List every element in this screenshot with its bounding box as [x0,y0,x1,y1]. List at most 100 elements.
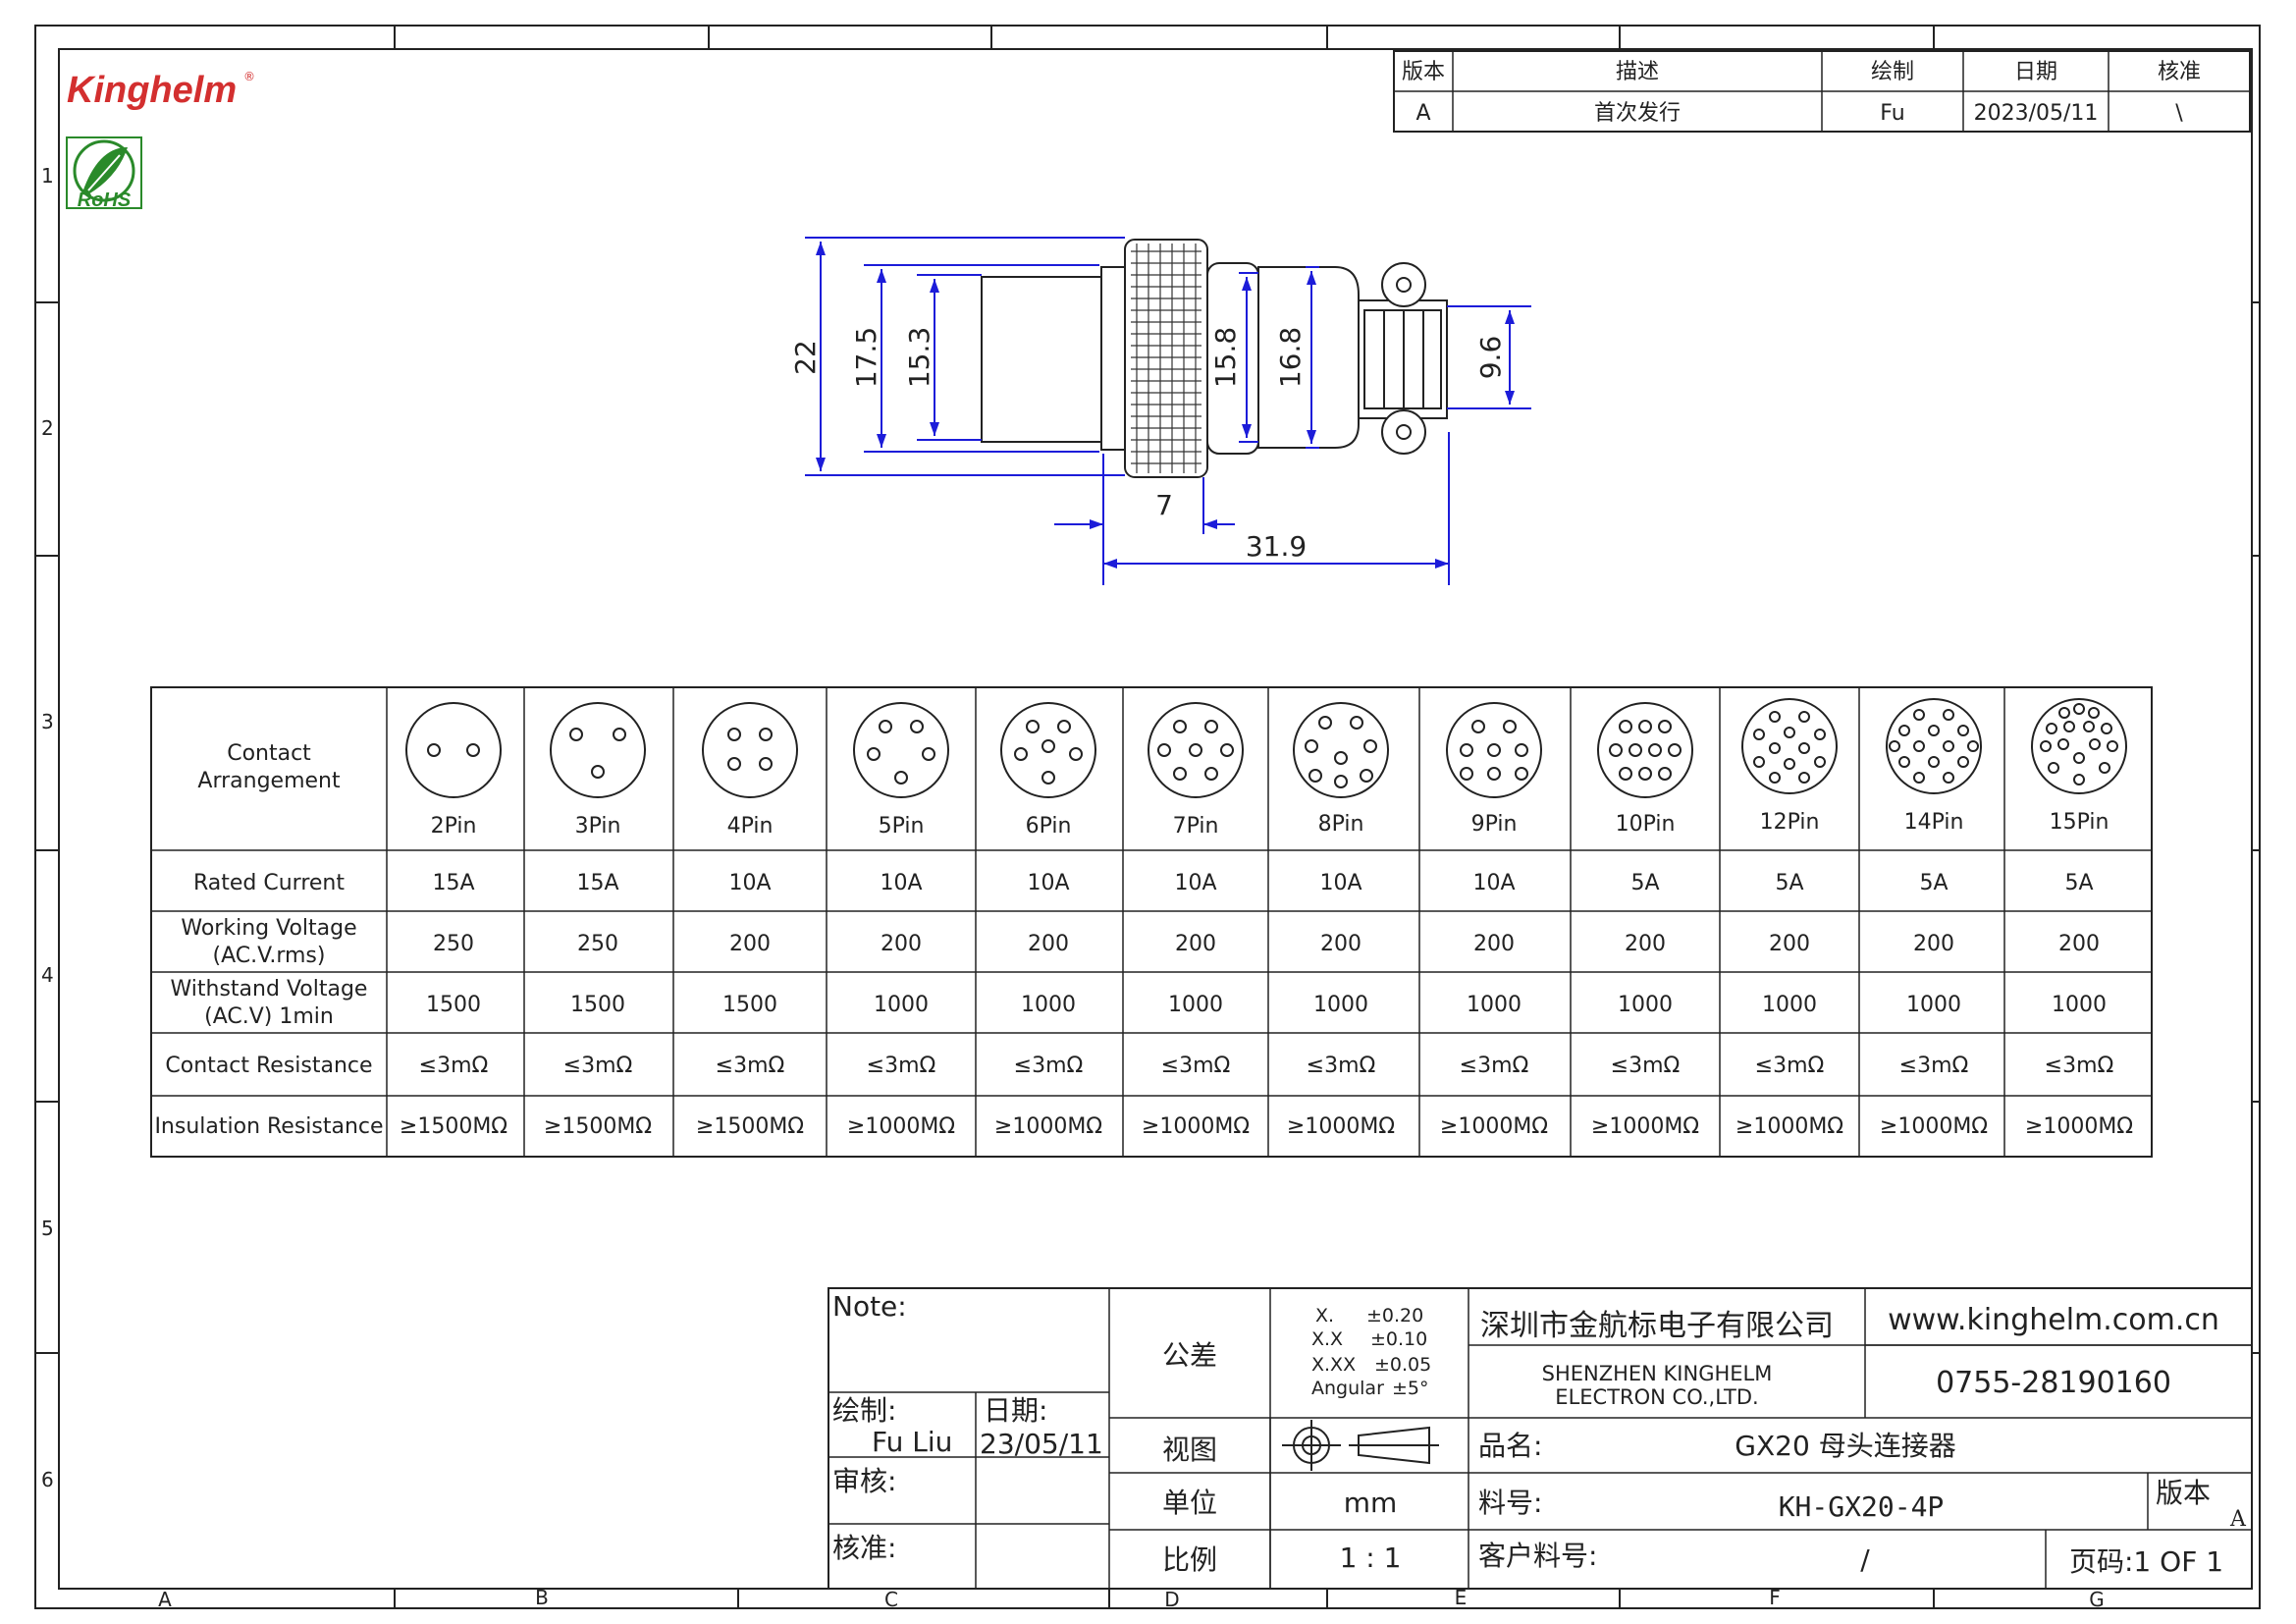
company-name-en: SHENZHEN KINGHELM [1542,1362,1773,1385]
row-label: Working Voltage [181,916,356,941]
withstand-voltage-cell: 1000 [874,993,929,1017]
working-voltage-cell: 200 [1320,932,1362,956]
contact-resistance-cell: ≤3mΩ [1161,1054,1231,1078]
pin-label: 12Pin [1760,810,1820,835]
pin-label: 15Pin [2050,810,2109,835]
tolerance-label: 公差 [1162,1339,1217,1372]
column-letter: F [1769,1586,1781,1609]
rated-current-cell: 5A [2064,871,2093,895]
insulation-resistance-cell: ≥1000MΩ [1591,1114,1699,1139]
withstand-voltage-cell: 1500 [722,993,777,1017]
withstand-voltage-cell: 1000 [1467,993,1522,1017]
row-label: Contact Resistance [165,1054,372,1078]
row-numbers: 1 2 3 4 5 6 [41,164,54,1491]
working-voltage-cell: 200 [1473,932,1515,956]
row-number: 6 [41,1468,54,1491]
pin-faces [405,698,2127,798]
rated-current-cell: 5A [1919,871,1948,895]
row-label: Insulation Resistance [154,1114,383,1139]
insulation-resistance-cell: ≥1000MΩ [1287,1114,1395,1139]
column-letter: B [535,1586,549,1609]
withstand-voltage-cell: 1000 [1168,993,1223,1017]
insulation-resistance-cell: ≥1000MΩ [994,1114,1102,1139]
pin-face-5 [853,702,949,798]
rev-cell: 2023/05/11 [1974,101,2099,126]
insulation-resistance-cell: ≥1000MΩ [1142,1114,1250,1139]
dim-label: 7 [1155,489,1173,521]
rated-current-cell: 10A [1174,871,1216,895]
unit-label: 单位 [1162,1487,1217,1519]
rated-current-cell: 5A [1775,871,1803,895]
dimension-arrows [816,242,1515,568]
column-letter: E [1455,1586,1468,1609]
dim-label: 31.9 [1246,530,1307,563]
registered-mark: ® [243,70,255,83]
pin-label: 7Pin [1173,814,1219,839]
website: www.kinghelm.com.cn [1888,1303,2219,1337]
pin-face-7 [1148,702,1244,798]
dim-label: 9.6 [1474,336,1507,380]
dim-label: 15.3 [903,327,935,388]
view-label: 视图 [1162,1434,1217,1466]
part-label: 料号: [1478,1487,1542,1519]
insulation-resistance-cell: ≥1000MΩ [847,1114,955,1139]
contact-resistance-cell: ≤3mΩ [1014,1054,1084,1078]
insulation-resistance-cell: ≥1500MΩ [400,1114,507,1139]
zone-ticks [35,26,2260,1608]
insulation-resistance-cell: ≥1000MΩ [2025,1114,2133,1139]
rev-cell: Fu [1880,101,1904,126]
working-voltage-cell: 200 [1769,932,1810,956]
row-label: Rated Current [193,871,345,895]
working-voltage-cell: 250 [577,932,618,956]
rev-cell: \ [2175,101,2183,126]
tolerance-key: X.X [1311,1328,1343,1350]
rev-header: 绘制 [1871,60,1914,84]
tolerance-key: Angular [1311,1378,1384,1399]
product-label: 品名: [1478,1430,1542,1462]
rohs-icon: RoHS [66,136,142,211]
connector-drawing [981,239,1448,478]
withstand-voltage-cell: 1500 [426,993,481,1017]
column-letters: A B C D E F G [158,1586,2105,1611]
contact-resistance-cell: ≤3mΩ [2045,1054,2114,1078]
dim-label: 17.5 [850,327,882,388]
row-number: 2 [41,416,54,440]
insulation-resistance-cell: ≥1500MΩ [696,1114,804,1139]
date-value: 23/05/11 [980,1428,1103,1460]
part-value: KH-GX20-4P [1779,1490,1945,1523]
contact-resistance-cell: ≤3mΩ [1611,1054,1681,1078]
row-label: Arrangement [197,769,341,793]
spec-table: Contact Arrangement Rated Current Workin… [150,686,2153,1158]
row-label: Contact [227,741,311,766]
working-voltage-cell: 200 [729,932,771,956]
pin-label: 5Pin [879,814,925,839]
rev-header: 版本 [1402,60,1445,84]
check-label: 审核: [832,1465,896,1497]
pin-label: 9Pin [1471,812,1518,837]
dim-label: 22 [789,340,822,375]
pin-face-4 [702,702,798,798]
pin-face-12 [1741,698,1838,794]
revision-table: 版本 描述 绘制 日期 核准 A 首次发行 Fu 2023/05/11 \ [1393,50,2251,133]
row-number: 3 [41,710,54,733]
dimension-labels: 22 17.5 15.3 15.8 16.8 9.6 7 31.9 [789,327,1507,563]
contact-resistance-cell: ≤3mΩ [1755,1054,1825,1078]
contact-resistance-cell: ≤3mΩ [419,1054,489,1078]
row-label: (AC.V.rms) [213,944,326,968]
version-value: A [2229,1507,2247,1532]
connector-rear-body [1257,266,1360,449]
withstand-voltage-cell: 1500 [570,993,625,1017]
insulation-resistance-cell: ≥1000MΩ [1880,1114,1988,1139]
insulation-resistance-cell: ≥1500MΩ [544,1114,652,1139]
tolerance-value: ±0.20 [1366,1305,1423,1326]
date-label: 日期: [984,1394,1047,1427]
pin-face-6 [1000,702,1096,798]
outer-frame [34,25,2261,1609]
tolerance-value: ±0.10 [1370,1328,1427,1350]
customer-value: / [1860,1543,1870,1576]
tolerance-value: ±5° [1392,1378,1429,1399]
rated-current-cell: 15A [432,871,474,895]
insulation-resistance-cell: ≥1000MΩ [1735,1114,1843,1139]
pin-face-10 [1597,702,1693,798]
